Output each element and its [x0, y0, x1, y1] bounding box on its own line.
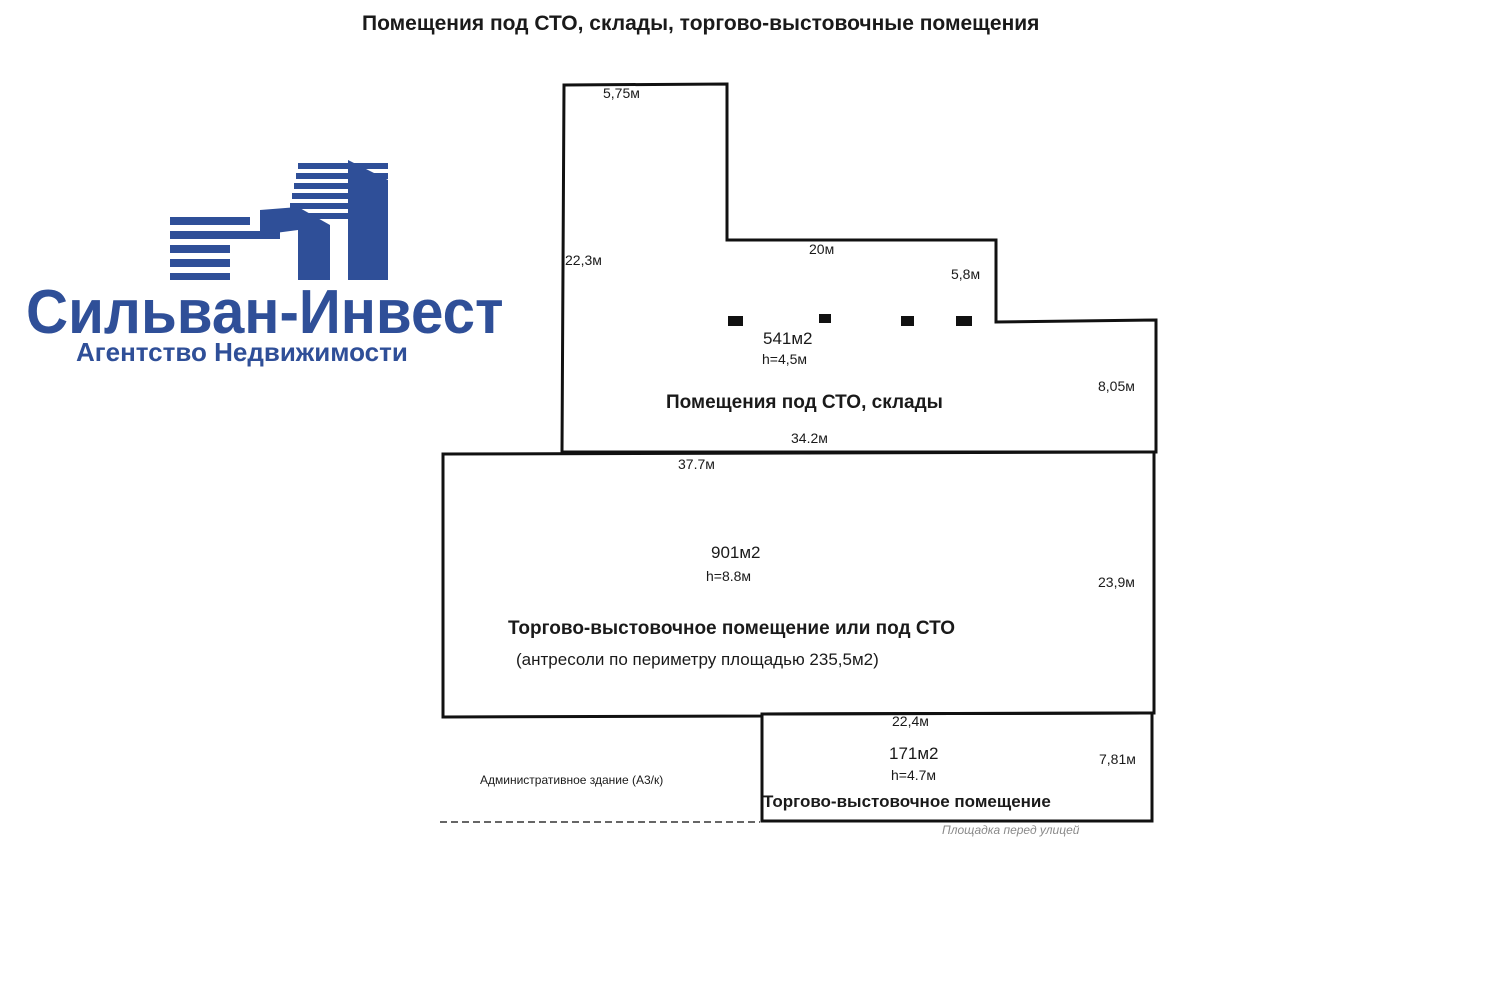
page-title: Помещения под СТО, склады, торгово-высто…: [362, 12, 1040, 35]
building-logo-icon: [170, 160, 388, 280]
small-room-outline: [760, 711, 1154, 823]
upper-step-top-dimension: 20м: [809, 241, 835, 257]
column-marker: [956, 316, 972, 326]
street-area-label: Площадка перед улицей: [942, 823, 1080, 837]
upper-room-area: 541м2: [763, 329, 813, 348]
small-room-area: 171м2: [889, 744, 939, 763]
upper-room-height: h=4,5м: [762, 351, 808, 367]
main-hall-top-dimension: 37.7м: [678, 456, 715, 472]
small-room-right-dimension: 7,81м: [1099, 751, 1136, 767]
small-room-label: Торгово-выстовочное помещение: [763, 792, 1051, 811]
upper-left-dimension: 22,3м: [565, 252, 602, 268]
main-hall-note: (антресоли по периметру площадью 235,5м2…: [516, 650, 879, 669]
main-hall-label: Торгово-выстовочное помещение или под СТ…: [508, 618, 956, 639]
admin-building-label: Административное здание (А3/к): [480, 773, 664, 787]
column-marker: [901, 316, 914, 326]
main-hall-right-dimension: 23,9м: [1098, 574, 1135, 590]
upper-right-dimension: 8,05м: [1098, 378, 1135, 394]
upper-step-right-dimension: 5,8м: [951, 266, 981, 282]
small-room-top-dimension: 22,4м: [892, 713, 929, 729]
main-hall-height: h=8.8м: [706, 568, 752, 584]
logo-name: Сильван-Инвест: [26, 278, 504, 347]
main-hall-outline: [441, 450, 1156, 719]
upper-bottom-dimension: 34.2м: [791, 430, 828, 446]
upper-top-dimension: 5,75м: [603, 85, 640, 101]
logo-subtitle: Агентство Недвижимости: [76, 337, 408, 367]
main-hall-area: 901м2: [711, 543, 761, 562]
column-marker: [819, 314, 831, 323]
small-room-height: h=4.7м: [891, 767, 937, 783]
column-marker: [728, 316, 743, 326]
upper-room-label: Помещения под СТО, склады: [666, 392, 943, 413]
